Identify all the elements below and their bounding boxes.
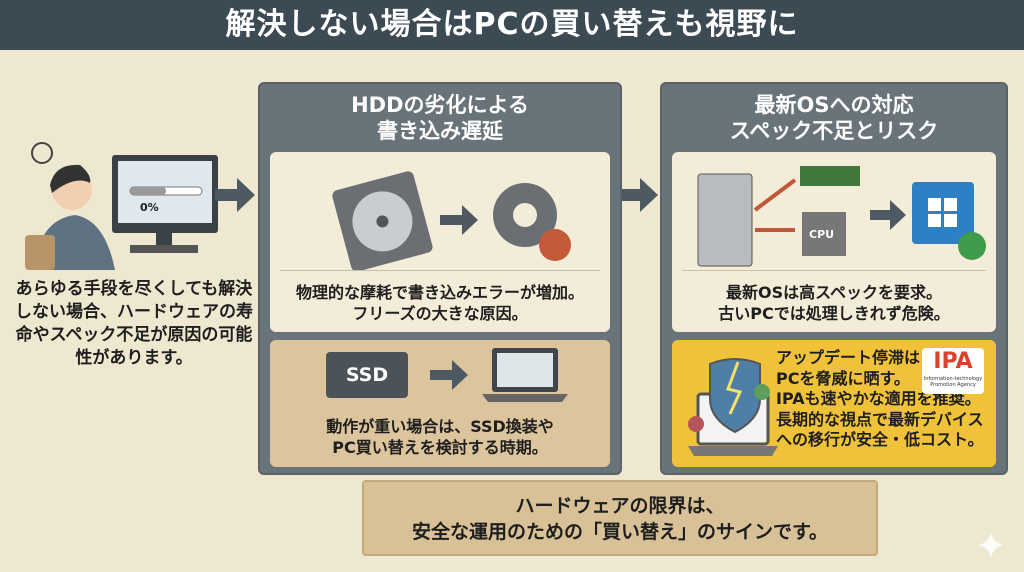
conclusion-banner: ハードウェアの限界は、安全な運用のための「買い替え」のサインです。 <box>362 480 878 556</box>
arrow-right-icon <box>440 205 478 235</box>
ssd-icon: SSD <box>326 352 408 398</box>
update-icon <box>958 232 986 260</box>
desktop-tower-icon <box>697 173 753 267</box>
arrow-right-icon <box>430 360 468 390</box>
hdd-card: 物理的な摩耗で書き込みエラーが増加。フリーズの大きな原因。 <box>270 152 610 332</box>
left-description: あらゆる手段を尽くしても解決しない場合、ハードウェアの寿命やスペック不足が原因の… <box>15 279 253 368</box>
broken-shield-laptop-icon <box>688 358 778 456</box>
os-description: 最新OSは高スペックを要求。古いPCでは処理しきれず危険。 <box>718 283 950 323</box>
cpu-icon <box>802 212 846 256</box>
hdd-panel: HDDの劣化による書き込み遅延 物理的な摩耗で書き込みエラーが増加。フリーズの大… <box>258 82 622 475</box>
cpu-label: CPU <box>809 228 835 241</box>
arrow-right-icon <box>870 200 906 230</box>
laptop-icon <box>482 348 568 402</box>
progress-label: 0% <box>140 201 159 214</box>
frustrated-user-illustration <box>25 142 218 270</box>
pc-upgrade-illustration <box>697 166 986 267</box>
os-heading: 最新OSへの対応スペック不足とリスク <box>729 93 939 143</box>
confusion-icon <box>31 142 53 164</box>
page-title: 解決しない場合はPCの買い替えも視野に <box>0 0 1024 50</box>
windows-icon <box>912 182 974 244</box>
os-panel: 最新OSへの対応スペック不足とリスク CPU 最新OSは高スペックを要求。古いP… <box>660 82 1008 475</box>
arrow-right-icon <box>215 178 255 212</box>
hdd-to-gear-illustration <box>332 171 571 270</box>
hard-drive-icon <box>332 171 433 270</box>
ram-icon <box>800 166 860 186</box>
os-card: CPU 最新OSは高スペックを要求。古いPCでは処理しきれず危険。 <box>672 152 996 332</box>
arrow-right-icon <box>622 178 658 212</box>
hdd-heading: HDDの劣化による書き込み遅延 <box>351 93 529 143</box>
sparkle-icon <box>978 532 1004 558</box>
gear-icon <box>493 183 571 261</box>
hdd-description: 物理的な摩耗で書き込みエラーが増加。フリーズの大きな原因。 <box>295 283 584 323</box>
progress-bar <box>130 187 166 195</box>
